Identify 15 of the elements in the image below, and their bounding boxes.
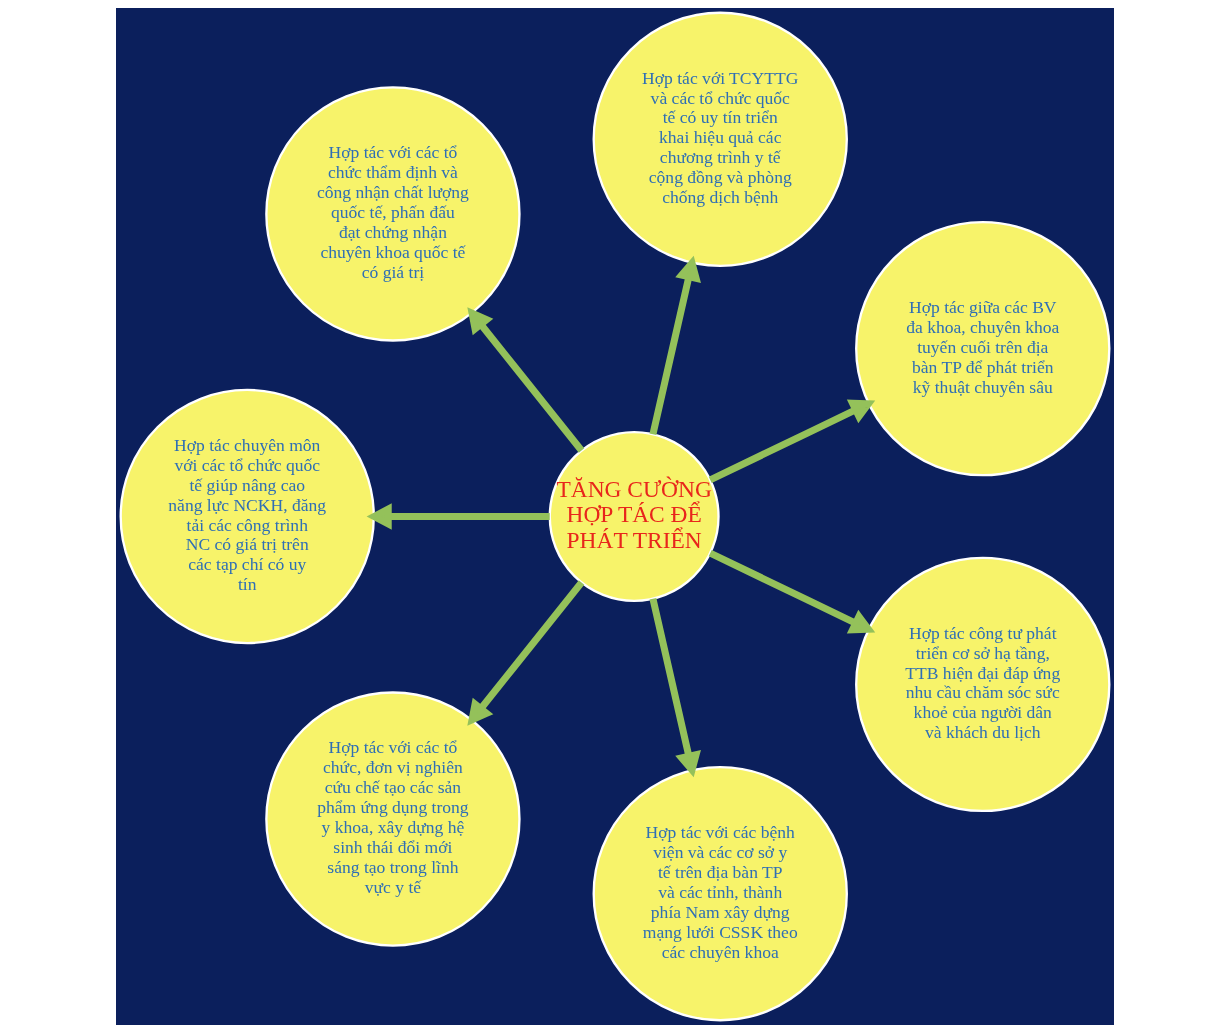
node-circle: Hợp tác với các tổ chức, đơn vị nghiên cứu chế tạo các sản phẩm ứng dụng trong y khoa, xây dựng hệ sinh thái đổi mới sáng tạo trong lĩnh vực y tế xyxy=(265,691,521,947)
arrow xyxy=(467,580,585,726)
arrow xyxy=(649,598,701,778)
arrow xyxy=(708,549,876,634)
node-circle: Hợp tác giữa các BV đa khoa, chuyên khoa tuyến cuối trên địa bàn TP để phát triển kỹ thuật chuyên sâu xyxy=(855,220,1111,477)
node-circle: Hợp tác với TCYTTG và các tổ chức quốc tế có uy tín triển khai hiệu quả các chương trình y tế cộng đồng và phòng chống dịch bệnh xyxy=(592,11,848,267)
node-circle: TĂNG CƯỜNG HỢP TÁC ĐỂ PHÁT TRIỂN xyxy=(548,430,720,603)
node-circle: Hợp tác với các tổ chức thẩm định và công nhận chất lượng quốc tế, phấn đấu đạt chứng nhận chuyên khoa quốc tế có giá trị xyxy=(265,86,521,342)
arrow xyxy=(708,399,876,484)
arrow xyxy=(366,503,550,530)
node-circle: Hợp tác với các bệnh viện và các cơ sở y tế trên địa bàn TP và các tỉnh, thành phía Nam xây dựng mạng lưới CSSK theo các chuyên khoa xyxy=(592,766,848,1022)
arrow xyxy=(467,307,585,453)
node-circle: Hợp tác chuyên môn với các tổ chức quốc tế giúp nâng cao năng lực NCKH, đăng tải các công trình NC có giá trị trên các tạp chí có uy tín xyxy=(119,388,375,645)
node-circle: Hợp tác công tư phát triển cơ sở hạ tầng, TTB hiện đại đáp ứng nhu cầu chăm sóc sức khoẻ của người dân và khách du lịch xyxy=(855,556,1111,813)
arrow xyxy=(649,255,701,435)
